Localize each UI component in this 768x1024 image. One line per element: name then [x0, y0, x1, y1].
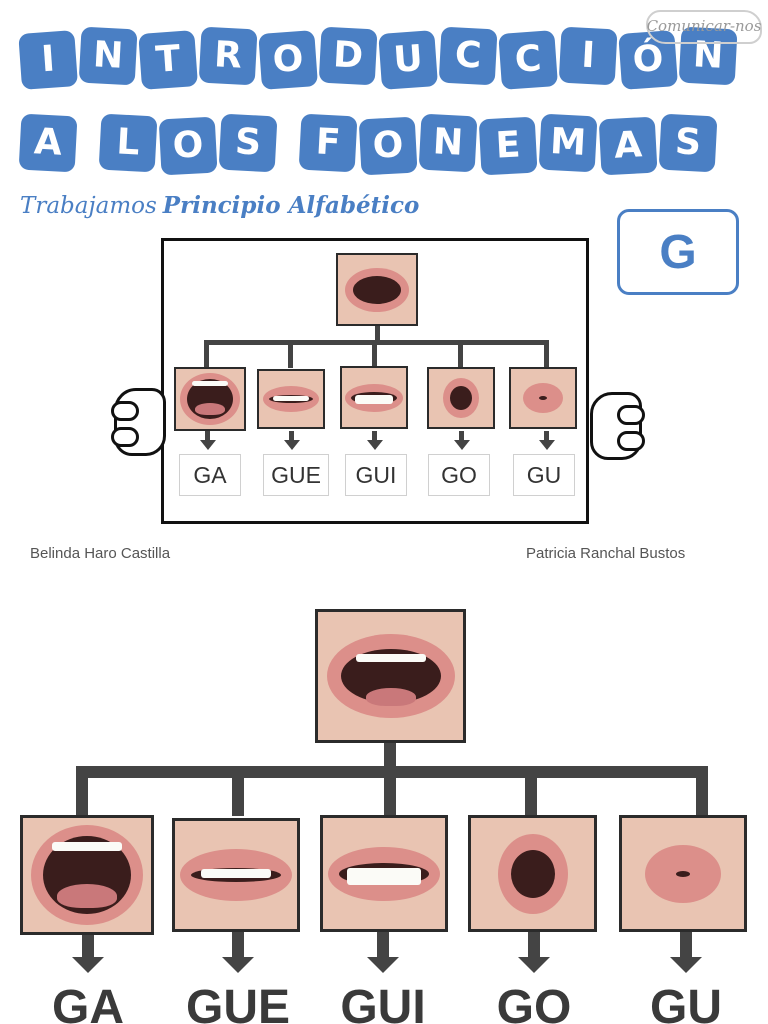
- big-syllable-gu: GU: [650, 981, 722, 1024]
- title-tile: O: [258, 30, 319, 90]
- small-down-arrow-icon: [367, 440, 383, 450]
- small-tree-branch: [372, 340, 377, 368]
- title-tile: A: [598, 116, 658, 176]
- title-tile: N: [78, 26, 138, 86]
- big-mouth-go-icon: [468, 815, 597, 932]
- big-arrow-stem: [680, 932, 692, 959]
- title-tile: O: [358, 116, 418, 176]
- small-mouth-gue-icon: [257, 369, 325, 429]
- small-down-arrow-icon: [284, 440, 300, 450]
- small-down-arrow-icon: [454, 440, 470, 450]
- small-syllable-go: GO: [428, 454, 490, 496]
- title-space: [279, 118, 298, 175]
- big-mouth-gue-icon: [172, 818, 300, 932]
- title-tile: S: [658, 113, 718, 173]
- small-arrow-stem: [372, 431, 377, 441]
- big-tree-branch: [696, 766, 708, 816]
- small-syllable-ga: GA: [179, 454, 241, 496]
- small-arrow-stem: [459, 431, 464, 441]
- left-hand-icon: [111, 388, 166, 456]
- big-tree-branch: [232, 766, 244, 816]
- title-tile: R: [198, 26, 258, 86]
- small-down-arrow-icon: [200, 440, 216, 450]
- brand-logo: Comunicar-nos: [646, 6, 762, 46]
- big-open-mouth-icon: [315, 609, 466, 743]
- title-tile: S: [218, 113, 278, 173]
- title-tile: D: [318, 26, 378, 86]
- title-tile: M: [538, 113, 598, 173]
- credit-right: Patricia Ranchal Bustos: [526, 545, 686, 562]
- title-line-2: A L O S F O N E M A S: [18, 113, 718, 176]
- title-tile: T: [138, 30, 199, 90]
- title-tile: I: [558, 26, 618, 86]
- right-hand-icon: [590, 392, 645, 460]
- title-tile: L: [98, 113, 158, 173]
- small-mouth-gui-icon: [340, 366, 408, 429]
- small-syllable-gue: GUE: [263, 454, 329, 496]
- small-syllable-gu: GU: [513, 454, 575, 496]
- title-tile: F: [298, 113, 358, 173]
- title-tile: O: [158, 116, 218, 176]
- big-syllable-gui: GUI: [340, 981, 426, 1024]
- phoneme-letter: G: [659, 225, 697, 279]
- big-arrow-stem: [82, 935, 94, 959]
- big-mouth-gui-icon: [320, 815, 448, 932]
- big-syllable-ga: GA: [52, 981, 124, 1024]
- title-tile: I: [18, 30, 79, 90]
- small-mouth-ga-icon: [174, 367, 246, 431]
- title-tile: C: [438, 26, 498, 86]
- small-tree-stem: [375, 326, 380, 344]
- small-tree-branch: [544, 340, 549, 368]
- subtitle-prefix: Trabajamos: [20, 193, 157, 219]
- title-tile: U: [378, 30, 439, 90]
- logo-shape: [646, 10, 762, 44]
- big-down-arrow-icon: [72, 957, 104, 973]
- small-mouth-gu-icon: [509, 367, 577, 429]
- big-arrow-stem: [377, 932, 389, 959]
- big-tree-branch: [76, 766, 88, 816]
- small-arrow-stem: [205, 431, 210, 441]
- small-open-mouth-icon: [336, 253, 418, 326]
- title-line-1: I N T R O D U C C I Ó N: [18, 26, 738, 90]
- big-tree-stem: [384, 743, 396, 773]
- big-syllable-go: GO: [496, 981, 572, 1024]
- big-tree-branch: [525, 766, 537, 816]
- big-down-arrow-icon: [518, 957, 550, 973]
- logo-text: Comunicar-nos: [646, 17, 762, 35]
- small-mouth-go-icon: [427, 367, 495, 429]
- title-space: [79, 118, 98, 175]
- big-syllable-gue: GUE: [185, 981, 290, 1024]
- small-arrow-stem: [289, 431, 294, 441]
- big-mouth-gu-icon: [619, 815, 747, 932]
- big-down-arrow-icon: [670, 957, 702, 973]
- small-tree-branch: [458, 340, 463, 368]
- small-down-arrow-icon: [539, 440, 555, 450]
- big-tree-branch: [384, 766, 396, 816]
- big-down-arrow-icon: [222, 957, 254, 973]
- small-tree-branch: [204, 340, 209, 368]
- big-down-arrow-icon: [367, 957, 399, 973]
- title-tile: C: [498, 30, 559, 90]
- phoneme-letter-box: G: [617, 209, 739, 295]
- small-arrow-stem: [544, 431, 549, 441]
- big-mouth-ga-icon: [20, 815, 154, 935]
- credit-left: Belinda Haro Castilla: [30, 545, 171, 562]
- small-tree-branch: [288, 340, 293, 368]
- small-syllable-gui: GUI: [345, 454, 407, 496]
- title-tile: E: [478, 116, 538, 176]
- title-tile: N: [418, 113, 478, 173]
- title-tile: A: [18, 113, 78, 173]
- big-arrow-stem: [528, 932, 540, 959]
- subtitle-strong: Principio Alfabético: [162, 192, 420, 219]
- big-arrow-stem: [232, 932, 244, 959]
